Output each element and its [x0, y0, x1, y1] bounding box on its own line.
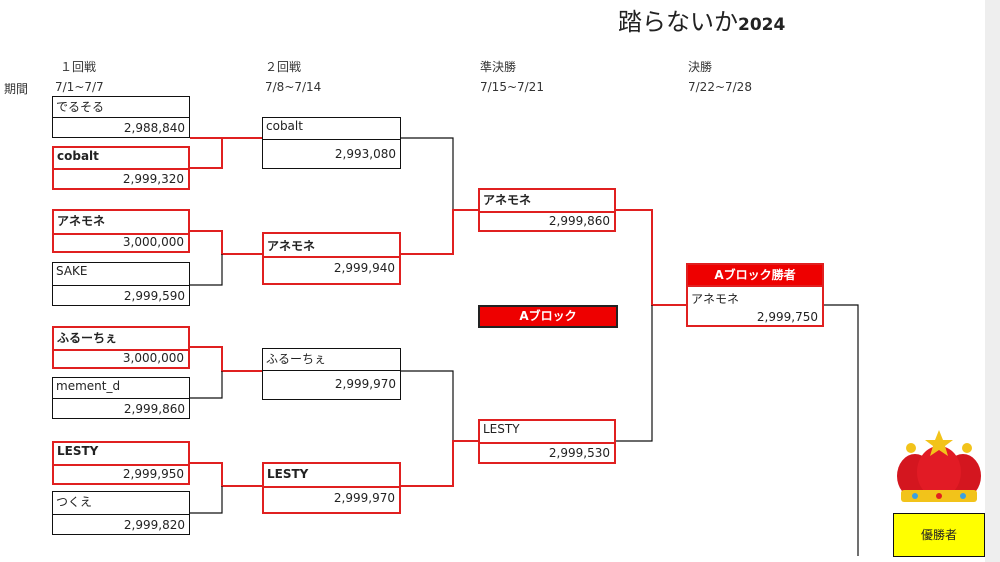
- entry-score: 2,999,950: [122, 467, 184, 481]
- entry-name: アネモネ: [57, 214, 106, 228]
- entry-name: アネモネ: [267, 239, 316, 253]
- round1-entry-8[interactable]: つくえ 2,999,820: [52, 491, 190, 535]
- entry-name: LESTY: [267, 467, 309, 481]
- round2-entry-3[interactable]: ふるーちぇ 2,999,970: [262, 348, 401, 400]
- entry-score: 2,999,320: [122, 172, 184, 186]
- entry-name: SAKE: [56, 264, 88, 278]
- entry-score: 2,999,970: [333, 491, 395, 505]
- entry-score: 3,000,000: [122, 351, 184, 365]
- round2-entry-1[interactable]: cobalt 2,993,080: [262, 117, 401, 169]
- round1-entry-5[interactable]: ふるーちぇ 3,000,000: [52, 326, 190, 369]
- entry-score: 2,988,840: [123, 121, 185, 135]
- round-1-period: 7/1~7/7: [55, 80, 104, 94]
- final-period: 7/22~7/28: [688, 80, 752, 94]
- entry-name: mement_d: [56, 379, 121, 393]
- window-scrollbar-track[interactable]: [985, 0, 1000, 562]
- champion-box[interactable]: 優勝者: [893, 513, 985, 557]
- block-label: Aブロック: [478, 305, 618, 328]
- crown-icon: [897, 430, 981, 502]
- block-winner-name: アネモネ: [691, 292, 740, 306]
- round-2-period: 7/8~7/14: [265, 80, 322, 94]
- final-header: 決勝: [688, 60, 713, 74]
- round1-entry-1[interactable]: でるそる 2,988,840: [52, 96, 190, 138]
- round-2-header: ２回戦: [265, 60, 302, 74]
- round2-entry-2[interactable]: アネモネ 2,999,940: [262, 232, 401, 285]
- entry-name: ふるーちぇ: [57, 331, 118, 345]
- semifinal-header: 準決勝: [480, 60, 517, 74]
- block-winner-score: 2,999,750: [756, 310, 818, 324]
- entry-name: つくえ: [56, 495, 93, 509]
- round1-entry-7[interactable]: LESTY 2,999,950: [52, 441, 190, 485]
- block-winner-header: Aブロック勝者: [688, 265, 822, 287]
- entry-score: 2,999,530: [548, 446, 610, 460]
- entry-score: 2,999,940: [333, 261, 395, 275]
- round-1-header: １回戦: [60, 60, 97, 74]
- entry-score: 2,999,860: [548, 214, 610, 228]
- entry-score: 2,999,590: [123, 289, 185, 303]
- period-label: 期間: [4, 82, 29, 96]
- page-title: 踏らないか2024: [618, 8, 786, 36]
- entry-score: 2,993,080: [334, 147, 396, 161]
- round2-entry-4[interactable]: LESTY 2,999,970: [262, 462, 401, 514]
- semifinal-entry-1[interactable]: アネモネ 2,999,860: [478, 188, 616, 232]
- entry-name: cobalt: [266, 119, 303, 133]
- entry-name: LESTY: [483, 422, 520, 436]
- entry-score: 2,999,820: [123, 518, 185, 532]
- entry-score: 3,000,000: [122, 235, 184, 249]
- entry-name: アネモネ: [483, 193, 532, 207]
- semifinal-period: 7/15~7/21: [480, 80, 544, 94]
- round1-entry-2[interactable]: cobalt 2,999,320: [52, 146, 190, 190]
- round1-entry-6[interactable]: mement_d 2,999,860: [52, 377, 190, 419]
- entry-name: cobalt: [57, 149, 99, 163]
- entry-score: 2,999,860: [123, 402, 185, 416]
- entry-name: でるそる: [56, 100, 105, 114]
- block-winner-card[interactable]: Aブロック勝者 アネモネ 2,999,750: [686, 263, 824, 327]
- round1-entry-3[interactable]: アネモネ 3,000,000: [52, 209, 190, 253]
- entry-name: LESTY: [57, 444, 99, 458]
- entry-name: ふるーちぇ: [266, 352, 327, 366]
- entry-score: 2,999,970: [334, 377, 396, 391]
- semifinal-entry-2[interactable]: LESTY 2,999,530: [478, 419, 616, 464]
- round1-entry-4[interactable]: SAKE 2,999,590: [52, 262, 190, 306]
